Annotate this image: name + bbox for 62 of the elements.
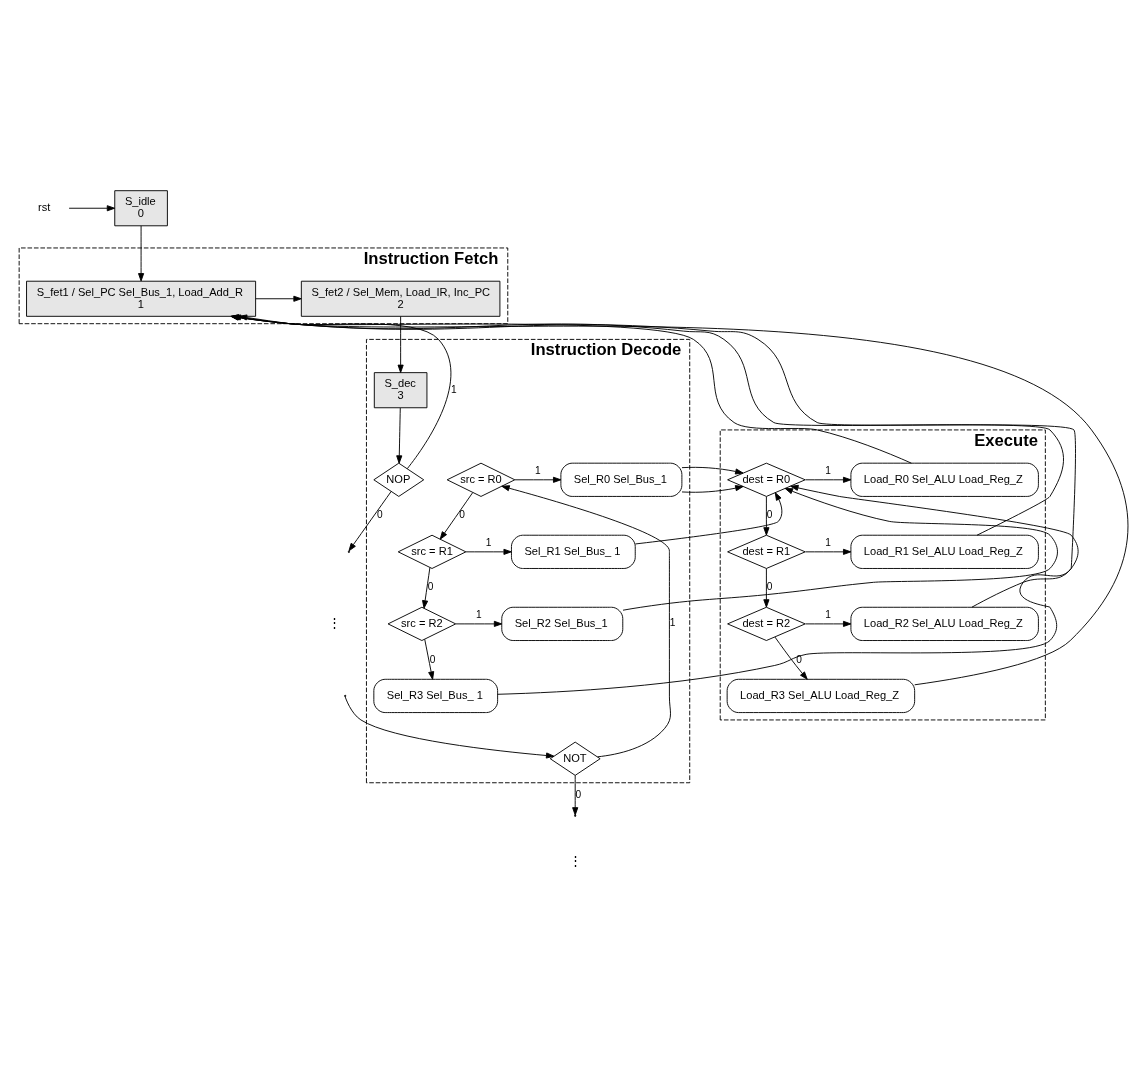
arrow <box>68 204 116 211</box>
edge-label: 0 <box>427 580 434 592</box>
arrow <box>514 476 562 483</box>
edge-label: 1 <box>485 536 492 548</box>
node-box: Load_R1 Sel_ALU Load_Reg_Z <box>850 534 1039 569</box>
arrow <box>501 484 671 757</box>
arrow <box>681 466 744 493</box>
node-box: Load_R3 Sel_ALU Load_Reg_Z <box>726 678 916 713</box>
node-box: S_dec 3 <box>373 371 428 408</box>
label: ⋮ <box>568 852 582 868</box>
edge-label: 1 <box>450 383 457 395</box>
node-box: Sel_R3 Sel_Bus_ 1 <box>373 678 499 713</box>
node-box: S_fet2 / Sel_Mem, Load_IR, Inc_PC 2 <box>300 280 501 317</box>
arrow <box>805 476 852 483</box>
edge-label: 1 <box>825 536 831 548</box>
node-diamond: NOT <box>549 741 601 776</box>
arrow <box>634 491 783 544</box>
node-diamond: src = R2 <box>387 606 457 641</box>
arrow <box>465 548 512 555</box>
node-diamond: src = R1 <box>397 534 467 569</box>
arrow <box>348 490 392 551</box>
edge-label: 0 <box>459 508 465 520</box>
arrow <box>763 567 770 608</box>
node-diamond: dest = R1 <box>727 534 806 569</box>
arrow <box>439 491 474 540</box>
label: ⋮ <box>327 614 341 630</box>
arrow <box>774 636 808 680</box>
node-box: S_idle 0 <box>114 189 168 226</box>
arrow <box>422 566 431 609</box>
edge-label: 0 <box>377 508 383 520</box>
edge-label: 0 <box>429 653 436 664</box>
edge-label: 0 <box>575 788 582 800</box>
node-box: Sel_R2 Sel_Bus_1 <box>501 606 624 641</box>
node-box: Sel_R1 Sel_Bus_ 1 <box>511 534 636 569</box>
edge-label: 1 <box>825 464 831 476</box>
edge-label: 1 <box>475 608 482 620</box>
node-box: Load_R0 Sel_ALU Load_Reg_Z <box>850 462 1039 497</box>
edge-label: 1 <box>669 616 676 628</box>
arrow <box>805 548 852 555</box>
arrow <box>344 695 555 759</box>
edge-label: 0 <box>766 508 773 520</box>
edge-label: 1 <box>825 608 831 620</box>
node-box: Sel_R0 Sel_Bus_1 <box>560 462 683 497</box>
arrow <box>455 620 503 627</box>
node-text: rst <box>38 200 51 213</box>
node-box: S_fet1 / Sel_PC Sel_Bus_1, Load_Add_R 1 <box>26 280 257 317</box>
arrow <box>396 407 403 464</box>
edge-label: 1 <box>534 464 541 476</box>
edge-label: 0 <box>766 580 773 592</box>
arrow <box>397 315 404 373</box>
node-diamond: NOP <box>373 462 425 497</box>
node-box: Load_R2 Sel_ALU Load_Reg_Z <box>850 606 1039 641</box>
node-diamond: src = R0 <box>446 462 516 497</box>
arrow <box>255 295 302 302</box>
arrow <box>572 774 579 815</box>
arrow <box>622 487 1058 611</box>
node-diamond: dest = R2 <box>727 606 806 641</box>
arrow <box>138 224 145 281</box>
arrow <box>805 620 852 627</box>
arrow <box>497 484 1079 695</box>
arrow <box>424 638 435 680</box>
arrow <box>763 495 770 535</box>
